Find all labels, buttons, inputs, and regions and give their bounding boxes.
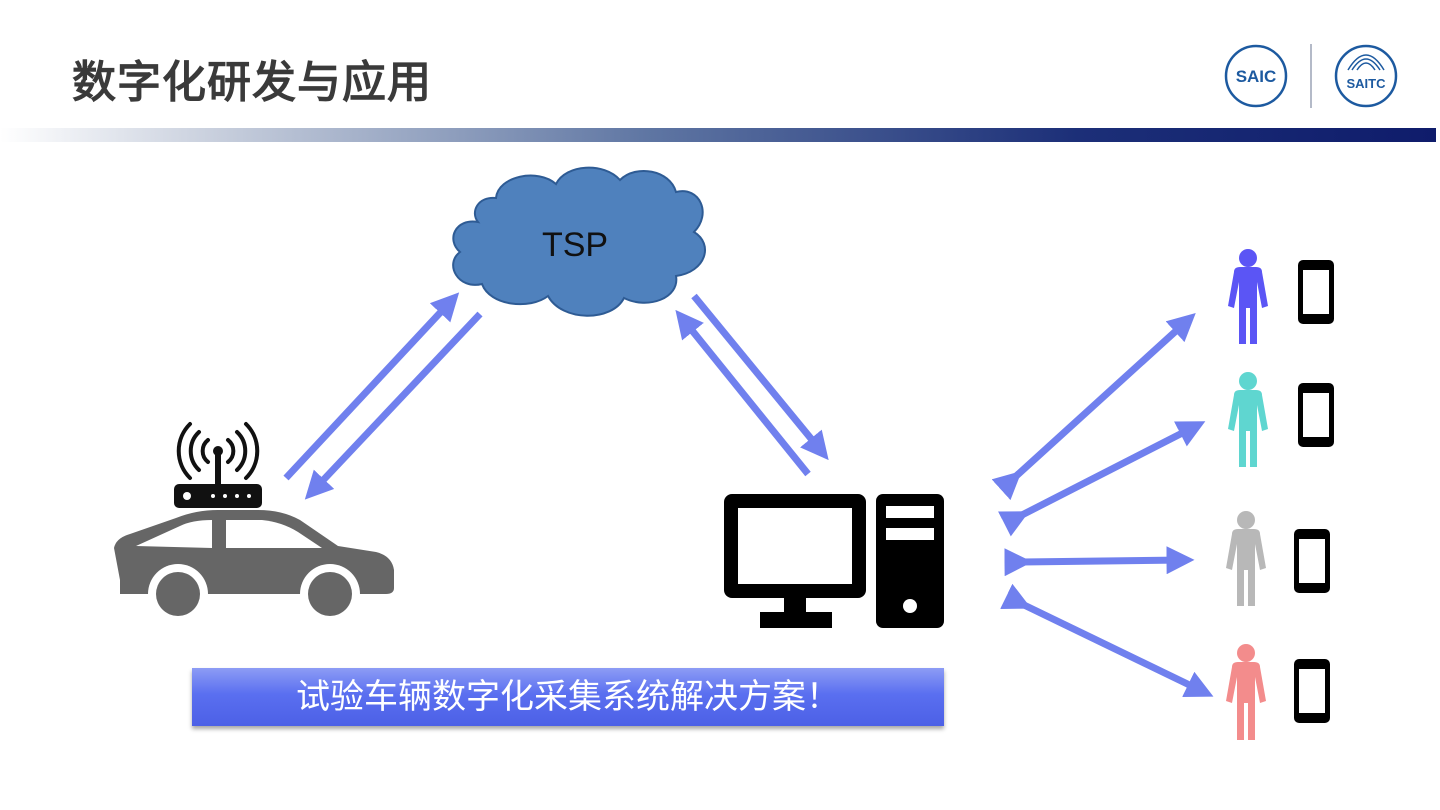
user-1-icon [1228, 249, 1268, 344]
cloud-computer-arrows [675, 293, 829, 477]
computer-user-arrows [991, 312, 1214, 697]
logo-group: SAIC SAITC [1218, 40, 1408, 112]
car-cloud-arrows [283, 292, 483, 500]
wireless-signal-icon [176, 422, 260, 485]
desktop-computer-icon [724, 494, 944, 628]
svg-text:SAITC: SAITC [1347, 76, 1387, 91]
page-title: 数字化研发与应用 [72, 57, 432, 108]
phone-4-icon [1294, 659, 1330, 723]
title-underline-bar [0, 128, 1436, 142]
phone-3-icon [1294, 529, 1330, 593]
tsp-cloud: TSP [452, 166, 706, 317]
saic-logo: SAIC [1224, 44, 1288, 108]
tsp-label: TSP [542, 226, 608, 264]
user-2-icon [1228, 372, 1268, 467]
test-car-icon [114, 422, 394, 624]
saitc-logo: SAITC [1334, 44, 1398, 108]
user-3-icon [1226, 511, 1266, 606]
solution-banner: 试验车辆数字化采集系统解决方案！ [192, 668, 944, 726]
svg-text:SAIC: SAIC [1236, 67, 1277, 86]
phone-2-icon [1298, 383, 1334, 447]
router-icon [174, 484, 262, 508]
user-4-icon [1226, 644, 1266, 740]
phone-1-icon [1298, 260, 1334, 324]
